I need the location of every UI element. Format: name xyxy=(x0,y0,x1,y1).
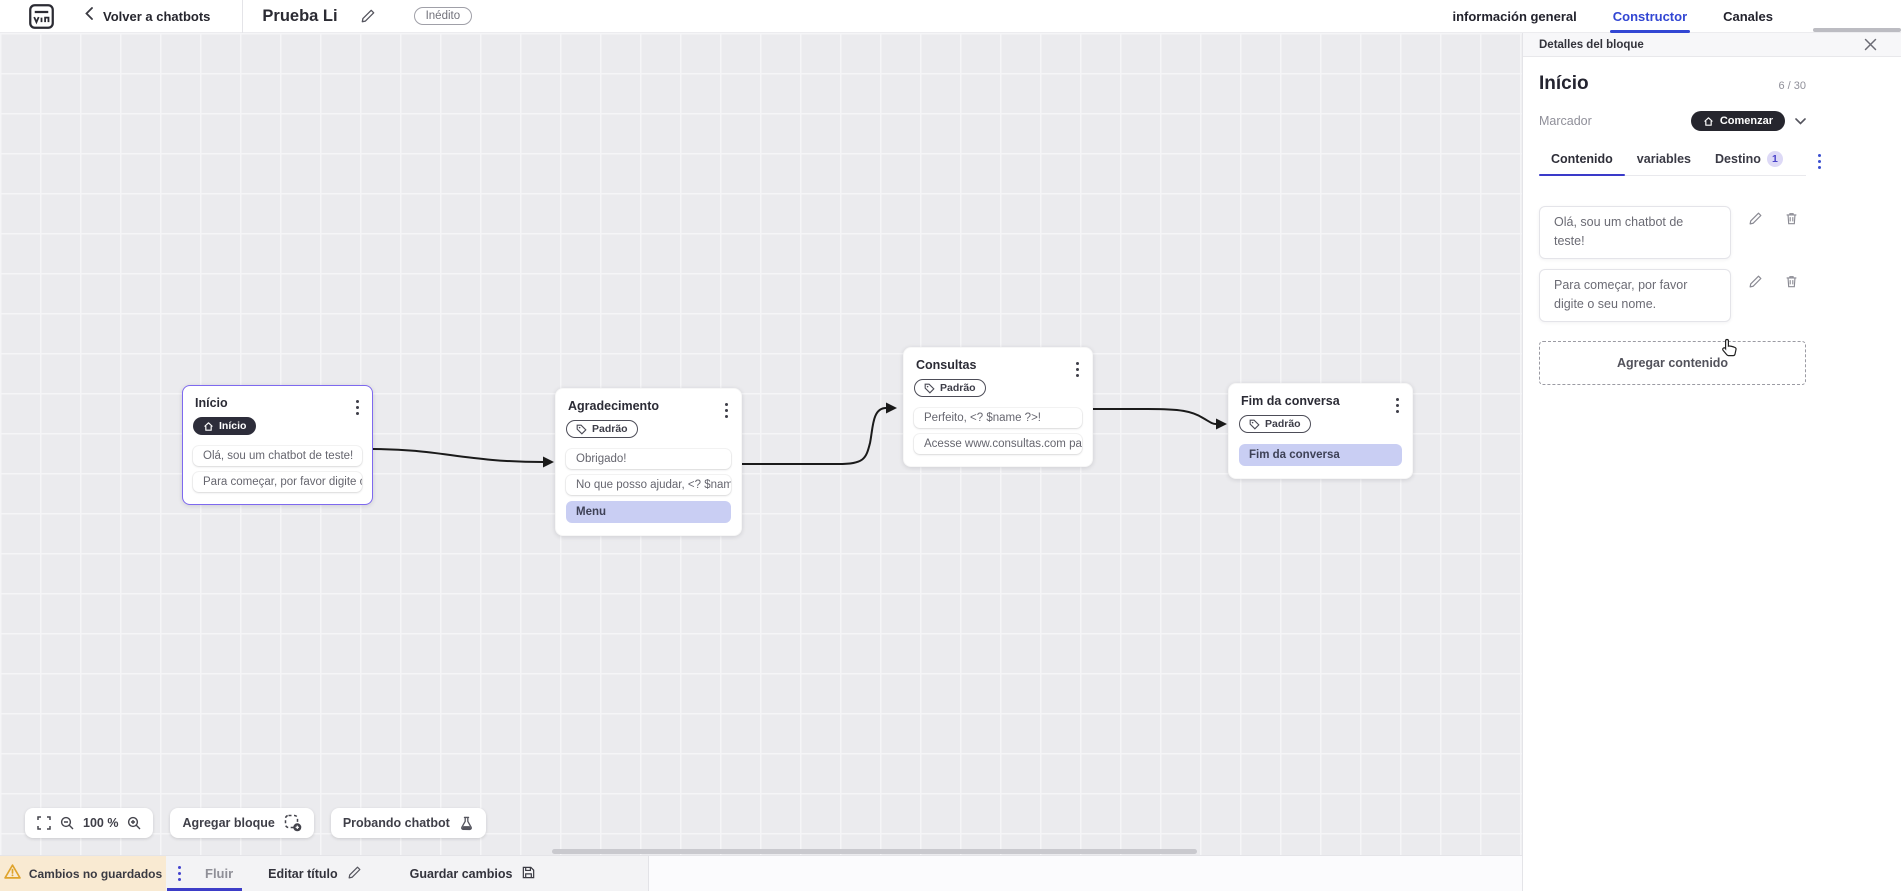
active-flow-tab-indicator xyxy=(167,888,242,891)
destino-count-badge: 1 xyxy=(1766,151,1783,167)
block-item[interactable]: No que posso ajudar, <? $name ... xyxy=(566,474,731,495)
tab-canales[interactable]: Canales xyxy=(1723,9,1773,24)
bottom-bar-spacer xyxy=(648,856,1522,891)
fullscreen-icon[interactable] xyxy=(37,816,51,830)
tab-fluir[interactable]: Fluir xyxy=(205,866,234,881)
char-counter: 6 / 30 xyxy=(1778,80,1806,92)
home-icon xyxy=(204,421,213,431)
block-menu-icon[interactable] xyxy=(722,400,731,421)
pencil-icon xyxy=(347,865,362,883)
block-item[interactable]: Olá, sou um chatbot de teste! xyxy=(193,445,362,466)
close-icon[interactable] xyxy=(1864,38,1877,51)
content-message[interactable]: Olá, sou um chatbot de teste! xyxy=(1539,206,1731,259)
block-marker-badge: Início xyxy=(193,417,257,435)
main-tabs: información general Constructor Canales xyxy=(1452,0,1773,33)
tabbar-scroll-strip[interactable] xyxy=(1813,28,1901,32)
edit-title-icon[interactable] xyxy=(360,8,376,24)
flow-block-fim-da-conversa[interactable]: Fim da conversa Padrão Fim da conversa xyxy=(1228,383,1413,479)
marker-label: Marcador xyxy=(1539,114,1592,128)
pencil-icon[interactable] xyxy=(1748,274,1763,289)
block-item-menu[interactable]: Menu xyxy=(566,500,731,523)
tag-icon xyxy=(1249,419,1260,430)
panel-menu-icon[interactable] xyxy=(1815,151,1824,172)
zoom-controls: 100 % xyxy=(25,808,154,838)
back-to-chatbots-button[interactable]: Volver a chatbots xyxy=(85,7,210,25)
block-menu-icon[interactable] xyxy=(353,397,362,418)
flow-canvas[interactable]: Início Início Olá, sou um chatbot de tes… xyxy=(0,33,1522,855)
panel-title: Detalles del bloque xyxy=(1539,38,1644,51)
tab-destino[interactable]: Destino 1 xyxy=(1703,143,1795,175)
flow-block-agradecimento[interactable]: Agradecimento Padrão Obrigado! No que po… xyxy=(555,388,742,536)
content-row: Olá, sou um chatbot de teste! xyxy=(1539,206,1806,259)
tab-variables[interactable]: variables xyxy=(1636,152,1692,166)
block-item[interactable]: Perfeito, <? $name ?>! xyxy=(914,407,1082,428)
chevron-down-icon[interactable] xyxy=(1795,117,1806,125)
tag-icon xyxy=(576,424,587,435)
tab-constructor[interactable]: Constructor xyxy=(1609,0,1691,33)
block-title: Início xyxy=(195,396,228,410)
tab-contenido[interactable]: Contenido xyxy=(1539,143,1625,176)
zoom-level: 100 % xyxy=(83,816,119,830)
test-chatbot-button[interactable]: Probando chatbot xyxy=(330,808,486,838)
content-row: Para começar, por favor digite o seu nom… xyxy=(1539,268,1806,322)
add-block-button[interactable]: Agregar bloque xyxy=(170,808,314,838)
tab-informacion-general[interactable]: información general xyxy=(1452,9,1577,24)
content-message[interactable]: Para começar, por favor digite o seu nom… xyxy=(1539,268,1731,322)
flow-connectors xyxy=(372,402,1227,468)
trash-icon[interactable] xyxy=(1784,211,1799,226)
floppy-disk-icon xyxy=(521,865,536,883)
chevron-left-icon xyxy=(85,7,93,25)
block-item[interactable]: Para começar, por favor digite o ... xyxy=(193,471,362,492)
block-item[interactable]: Acesse www.consultas.com par... xyxy=(914,433,1082,454)
flask-icon xyxy=(459,816,474,831)
add-block-icon xyxy=(284,814,302,832)
add-content-button[interactable]: Agregar contenido xyxy=(1539,340,1806,385)
warning-triangle-icon xyxy=(4,863,21,884)
flow-tab-menu-icon[interactable] xyxy=(175,863,184,884)
block-category-badge: Padrão xyxy=(1239,415,1311,433)
block-category-badge: Padrão xyxy=(566,420,638,438)
block-category-badge: Padrão xyxy=(914,379,986,397)
pencil-icon[interactable] xyxy=(1748,211,1763,226)
save-changes-button[interactable]: Guardar cambios xyxy=(410,865,537,883)
panel-tabs: Contenido variables Destino 1 xyxy=(1539,143,1821,176)
block-menu-icon[interactable] xyxy=(1073,359,1082,380)
back-label: Volver a chatbots xyxy=(103,8,211,24)
warning-text: Cambios no guardados xyxy=(28,866,163,881)
block-item-end[interactable]: Fim da conversa xyxy=(1239,443,1402,466)
flow-block-inicio[interactable]: Início Início Olá, sou um chatbot de tes… xyxy=(182,385,373,505)
zoom-out-icon[interactable] xyxy=(60,816,74,830)
tag-icon xyxy=(924,383,935,394)
horizontal-scrollbar[interactable] xyxy=(552,849,1197,854)
unsaved-changes-warning: Cambios no guardados xyxy=(0,856,166,891)
brand-logo-icon xyxy=(28,3,55,30)
flow-block-consultas[interactable]: Consultas Padrão Perfeito, <? $name ?>! … xyxy=(903,347,1093,467)
block-details-panel: Detalles del bloque Início 6 / 30 Marcad… xyxy=(1522,33,1901,891)
status-badge: Inédito xyxy=(413,7,473,25)
trash-icon[interactable] xyxy=(1784,274,1799,289)
block-menu-icon[interactable] xyxy=(1393,395,1402,416)
zoom-in-icon[interactable] xyxy=(127,816,141,830)
marker-select[interactable]: Comenzar xyxy=(1690,111,1785,131)
edit-title-button[interactable]: Editar título xyxy=(268,865,361,883)
block-title: Agradecimento xyxy=(568,399,659,413)
block-title: Consultas xyxy=(916,358,977,372)
top-bar: Volver a chatbots Prueba Li Inédito info… xyxy=(0,0,1901,33)
bottom-bar: Cambios no guardados Fluir Editar título… xyxy=(0,855,1522,891)
block-name: Início xyxy=(1539,73,1589,94)
header-divider xyxy=(242,0,244,33)
home-icon xyxy=(1703,116,1713,126)
chatbot-title: Prueba Li xyxy=(262,6,338,25)
mouse-cursor xyxy=(1721,338,1739,364)
block-item[interactable]: Obrigado! xyxy=(566,448,731,469)
block-title: Fim da conversa xyxy=(1241,394,1340,408)
